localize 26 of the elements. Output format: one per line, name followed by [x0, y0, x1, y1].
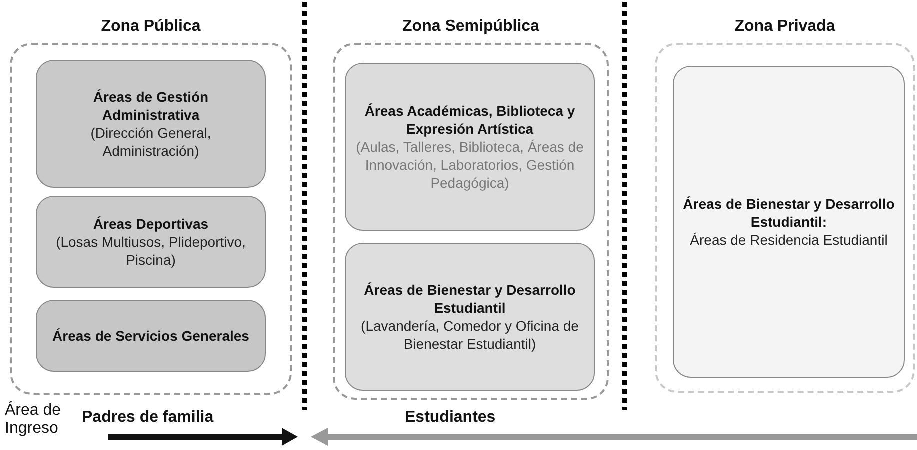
area-title: Áreas Deportivas — [93, 214, 209, 233]
area-box — [345, 243, 595, 391]
area-description: (Losas Multiusos, Plideportivo, Piscina) — [55, 232, 247, 270]
flow-label: Estudiantes — [405, 409, 496, 427]
zone-heading: Zona Pública — [100, 18, 202, 36]
zone-panel — [655, 18, 915, 393]
area-description: (Dirección General, Administración) — [90, 124, 212, 160]
area-title: Áreas de Bienestar y Desarrollo Estudiantil — [363, 280, 577, 317]
area-box — [673, 66, 905, 378]
flow-label: Padres de familia — [82, 409, 214, 427]
zone-panel — [10, 18, 292, 395]
area-box — [36, 196, 266, 288]
zone-heading: Zona Semipública — [402, 18, 540, 36]
area-title: Áreas de Servicios Generales — [52, 326, 250, 346]
area-title: Áreas de Bienestar y Desarrollo Estudiantil: — [682, 194, 896, 232]
area-description: Áreas de Residencia Estudiantil — [690, 231, 888, 250]
area-title: Áreas Académicas, Biblioteca y Expresión Artística — [364, 102, 576, 138]
area-description: (Aulas, Talleres, Biblioteca, Áreas de Innovación, Laboratorios, Gestión Pedagógica) — [355, 138, 585, 192]
area-title: Áreas de Gestión Administrativa — [92, 88, 210, 124]
area-description: (Lavandería, Comedor y Oficina de Bienestar Estudiantil) — [360, 317, 580, 354]
zone-heading: Zona Privada — [734, 18, 836, 36]
area-box — [36, 300, 266, 372]
entrance-label: Área de Ingreso — [5, 402, 62, 438]
area-box — [345, 63, 595, 231]
zone-panel — [333, 18, 609, 400]
area-box — [36, 60, 266, 188]
